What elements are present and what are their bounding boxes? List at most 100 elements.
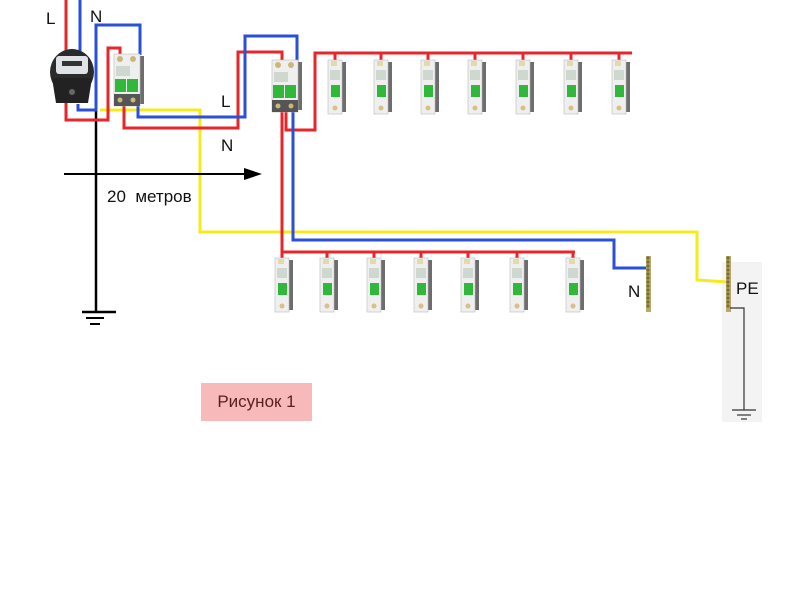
pe-bus-screw bbox=[726, 264, 730, 268]
breaker-handle bbox=[569, 283, 578, 295]
pe-bus-screw bbox=[726, 288, 730, 292]
pe-ground-wire bbox=[730, 307, 745, 410]
breaker-label bbox=[518, 70, 528, 80]
neutral-bus-screw bbox=[646, 284, 650, 288]
breaker-handle-l bbox=[273, 85, 284, 98]
top-breaker-6 bbox=[563, 59, 582, 115]
pe-bus-screw bbox=[726, 296, 730, 300]
label-n-bus: N bbox=[628, 282, 641, 301]
breaker-bottom-terminal bbox=[472, 105, 478, 111]
breaker-bottom-terminal bbox=[514, 303, 520, 309]
breaker-handle bbox=[417, 283, 426, 295]
breaker-top-terminal-n bbox=[288, 62, 294, 68]
breaker-label bbox=[566, 70, 576, 80]
breaker-bottom-terminal bbox=[418, 303, 424, 309]
pe-bus bbox=[726, 256, 731, 312]
breaker-bottom bbox=[272, 100, 298, 112]
breaker-top-terminal-n bbox=[130, 56, 136, 62]
breaker-top-terminal bbox=[323, 259, 329, 264]
breaker-label bbox=[614, 70, 624, 80]
breaker-top-terminal-l bbox=[117, 56, 123, 62]
main-breaker-1 bbox=[113, 53, 144, 107]
pe-bus-screw bbox=[726, 276, 730, 280]
breaker-label bbox=[568, 268, 578, 278]
neutral-bus-screw bbox=[646, 272, 650, 276]
breaker-top-terminal bbox=[519, 61, 525, 66]
breaker-bottom-terminal bbox=[279, 303, 285, 309]
top-breaker-1 bbox=[327, 59, 346, 115]
breaker-handle bbox=[513, 283, 522, 295]
breaker-bottom-terminal bbox=[378, 105, 384, 111]
bottom-breaker-5 bbox=[460, 257, 479, 313]
breaker-top-terminal bbox=[471, 61, 477, 66]
phase-bus-top-row bbox=[284, 51, 632, 132]
neutral-wire-to-breaker2 bbox=[136, 34, 299, 119]
top-breaker-4 bbox=[467, 59, 486, 115]
breaker-handle bbox=[615, 85, 624, 97]
breaker-bottom-terminal bbox=[570, 303, 576, 309]
breaker-handle-l bbox=[115, 79, 126, 92]
label-l-top: L bbox=[46, 9, 56, 28]
bottom-breaker-3 bbox=[366, 257, 385, 313]
breaker-label bbox=[116, 66, 130, 76]
breaker-top-terminal bbox=[424, 61, 430, 66]
label-n-mid: N bbox=[221, 136, 234, 155]
breaker-top-terminal bbox=[513, 259, 519, 264]
breaker-handle bbox=[370, 283, 379, 295]
pe-wire bbox=[100, 108, 729, 284]
breaker-handle bbox=[323, 283, 332, 295]
breaker-bottom-terminal-l bbox=[117, 97, 123, 103]
breaker-handle bbox=[331, 85, 340, 97]
distance-label: 20 метров bbox=[107, 187, 192, 206]
breaker-label bbox=[369, 268, 379, 278]
breaker-bottom-terminal-l bbox=[275, 103, 281, 109]
breaker-label bbox=[463, 268, 473, 278]
breaker-top-terminal bbox=[567, 61, 573, 66]
breaker-bottom-terminal-n bbox=[130, 97, 136, 103]
neutral-bus-screw bbox=[646, 260, 650, 264]
top-breaker-7 bbox=[611, 59, 630, 115]
neutral-bus-screw bbox=[646, 288, 650, 292]
label-l-mid: L bbox=[221, 92, 231, 111]
label-pe-bus: PE bbox=[736, 279, 759, 298]
breaker-top-terminal-l bbox=[275, 62, 281, 68]
breaker-bottom-terminal bbox=[332, 105, 338, 111]
main-breaker-2 bbox=[271, 59, 302, 113]
breaker-handle-n bbox=[285, 85, 296, 98]
neutral-bus-screw bbox=[646, 300, 650, 304]
pe-bus-screw bbox=[726, 272, 730, 276]
pe-bus-screw bbox=[726, 280, 730, 284]
breaker-bottom-terminal bbox=[568, 105, 574, 111]
breaker-top-terminal bbox=[377, 61, 383, 66]
figure-caption: Рисунок 1 bbox=[201, 383, 312, 421]
neutral-bus-screw bbox=[646, 264, 650, 268]
neutral-bus-screw bbox=[646, 304, 650, 308]
breaker-label bbox=[512, 268, 522, 278]
breaker-label bbox=[277, 268, 287, 278]
meter-seal bbox=[69, 89, 75, 95]
breaker-label bbox=[376, 70, 386, 80]
breaker-handle bbox=[471, 85, 480, 97]
breaker-handle bbox=[567, 85, 576, 97]
breaker-top-terminal bbox=[370, 259, 376, 264]
neutral-bus-screw bbox=[646, 280, 650, 284]
top-breaker-2 bbox=[373, 59, 392, 115]
breaker-handle bbox=[278, 283, 287, 295]
breaker-label bbox=[470, 70, 480, 80]
breaker-bottom bbox=[114, 94, 140, 106]
breaker-top-terminal bbox=[417, 259, 423, 264]
breaker-label bbox=[274, 72, 288, 82]
breaker-label bbox=[322, 268, 332, 278]
pe-bus-screw bbox=[726, 284, 730, 288]
breaker-bottom-terminal bbox=[616, 105, 622, 111]
bottom-breaker-2 bbox=[319, 257, 338, 313]
breaker-handle bbox=[377, 85, 386, 97]
top-breaker-3 bbox=[420, 59, 439, 115]
pe-bus-screw bbox=[726, 260, 730, 264]
bottom-breaker-4 bbox=[413, 257, 432, 313]
neutral-bus bbox=[646, 256, 651, 312]
pe-bus-screw bbox=[726, 268, 730, 272]
pe-bus-screw bbox=[726, 300, 730, 304]
neutral-bus-screw bbox=[646, 296, 650, 300]
